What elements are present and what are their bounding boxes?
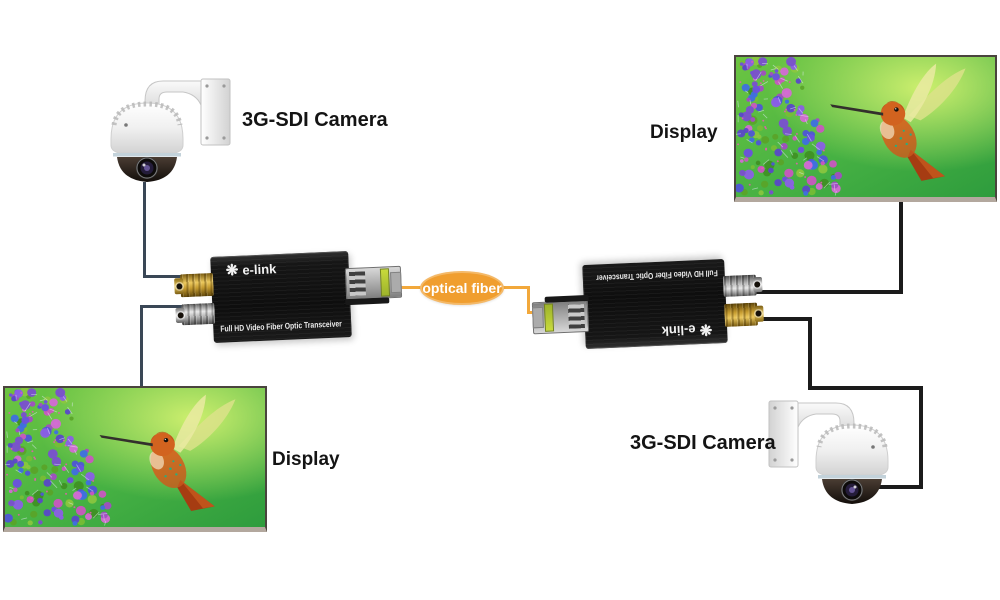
- transceiver-left: ❋ e-link Full HD Video Fiber Optic Trans…: [179, 251, 403, 343]
- display-top-right: [734, 55, 997, 202]
- bnc-connector-gold: [724, 302, 759, 327]
- sdi-cable-camera2-segment-3: [808, 386, 923, 390]
- brand-flower-icon: ❋: [699, 320, 713, 339]
- bnc-connector-gold: [179, 272, 214, 298]
- ptz-camera-bottom-right: [762, 395, 902, 525]
- hummingbird-image: [5, 388, 265, 527]
- brand-logo: ❋ e-link: [661, 320, 713, 339]
- sfp-clip: [544, 294, 589, 303]
- sdi-cable-camera2-segment-1: [752, 317, 812, 321]
- camera-top-left-label: 3G-SDI Camera: [242, 109, 388, 131]
- sfp-green-stripe: [379, 268, 391, 297]
- ptz-camera-top-left: [97, 73, 237, 203]
- brand-text: e-link: [242, 261, 277, 278]
- camera-bottom-right-label: 3G-SDI Camera: [630, 432, 776, 454]
- sfp-clip: [345, 297, 390, 306]
- sfp-optical-module: [531, 294, 590, 335]
- display-bottom-left: [3, 386, 267, 532]
- sdi-cable-display-bl-segment-v: [140, 305, 143, 390]
- sfp-slots: [348, 271, 367, 296]
- sdi-cable-display-tr-segment-h: [752, 290, 903, 294]
- brand-flower-icon: ❋: [225, 261, 239, 280]
- optical-fiber-label-badge: optical fiber: [420, 271, 504, 305]
- sfp-connector-tip: [390, 271, 402, 294]
- sdi-cable-camera1-segment-h: [143, 275, 188, 278]
- brand-text: e-link: [661, 322, 696, 339]
- hummingbird-image: [736, 57, 995, 197]
- sfp-green-stripe: [543, 303, 555, 332]
- bnc-connector-silver: [181, 302, 216, 326]
- sdi-cable-camera2-segment-4: [919, 386, 923, 489]
- display-bottom-left-label: Display: [272, 449, 340, 470]
- sfp-slots: [567, 304, 585, 329]
- brand-logo: ❋ e-link: [225, 261, 277, 280]
- display-top-right-label: Display: [650, 122, 718, 143]
- sdi-cable-camera2-segment-5: [877, 485, 923, 489]
- sdi-cable-camera2-segment-2: [808, 317, 812, 390]
- sfp-optical-module: [344, 265, 403, 306]
- bnc-connector-silver: [722, 274, 757, 297]
- sdi-cable-display-bl-segment-h: [140, 305, 188, 308]
- optical-fiber-segment-v: [527, 286, 530, 313]
- transceiver-right: ❋ e-link Full HD Video Fiber Optic Trans…: [531, 258, 759, 350]
- optical-fiber-label: optical fiber: [422, 280, 502, 296]
- sdi-cable-display-tr-segment-v: [899, 200, 903, 294]
- sfp-connector-tip: [532, 306, 544, 329]
- sdi-cable-camera1-segment-v: [143, 182, 146, 278]
